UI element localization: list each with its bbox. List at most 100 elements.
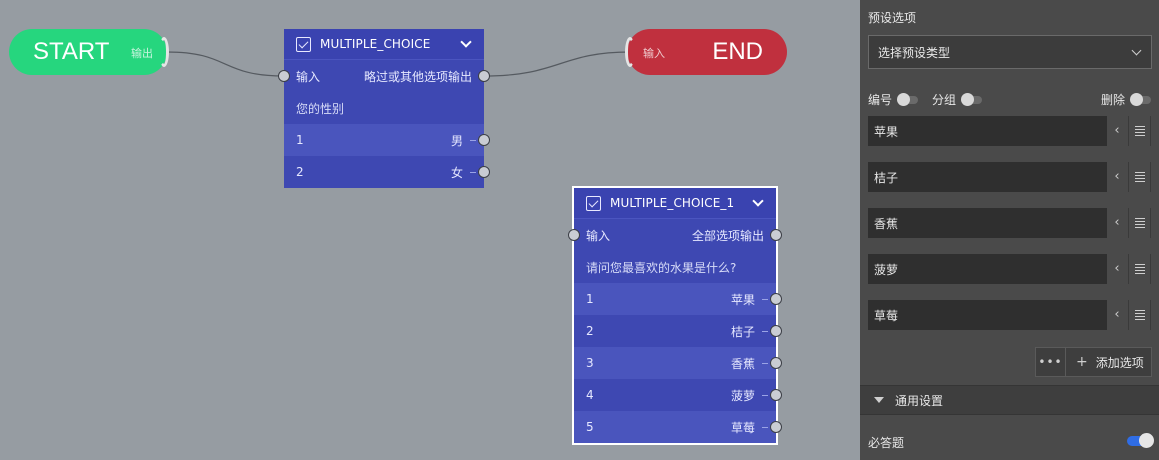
option-output-port[interactable] — [770, 293, 782, 305]
drag-handle-icon[interactable] — [1128, 254, 1151, 284]
required-label: 必答题 — [868, 436, 905, 450]
chevron-left-icon[interactable]: ‹ — [1114, 307, 1120, 322]
option-row[interactable]: 5 草莓 — [574, 411, 782, 443]
node-title: MULTIPLE_CHOICE — [320, 37, 431, 51]
option-number: 5 — [586, 420, 594, 434]
question-text: 您的性别 — [284, 92, 484, 124]
output-port[interactable] — [770, 229, 782, 241]
end-node[interactable]: 输入 END — [625, 29, 787, 75]
option-connector — [762, 427, 768, 428]
wire-start-to-node — [166, 51, 285, 77]
delete-switch[interactable] — [1130, 92, 1151, 106]
switch-knob — [1130, 92, 1143, 106]
numbering-switch[interactable] — [897, 92, 919, 106]
option-input[interactable]: 桔子 — [868, 162, 1107, 192]
output-label: 全部选项输出 — [691, 228, 764, 243]
option-input[interactable]: 菠萝 — [868, 254, 1107, 284]
option-row[interactable]: 1 苹果 — [574, 283, 782, 315]
preset-type-select[interactable]: 选择预设类型 — [868, 35, 1152, 69]
option-number: 1 — [296, 133, 304, 147]
general-settings-section[interactable]: 通用设置 — [860, 385, 1159, 415]
grouping-label: 分组 — [932, 93, 957, 107]
numbering-label: 编号 — [868, 93, 893, 107]
node-title: MULTIPLE_CHOICE_1 — [610, 196, 735, 210]
checkbox-icon — [296, 36, 311, 52]
caret-down-icon — [874, 397, 884, 403]
option-row[interactable]: 1 男 — [284, 124, 490, 156]
drag-handle-icon[interactable] — [1128, 208, 1151, 238]
option-item: 香蕉 ‹ — [868, 208, 1151, 238]
option-row[interactable]: 2 女 — [284, 156, 490, 188]
numbering-toggle[interactable]: 编号 — [868, 91, 919, 108]
start-output-port[interactable] — [159, 37, 169, 67]
add-option-group: ••• + 添加选项 — [1035, 347, 1152, 377]
section-title: 通用设置 — [895, 393, 944, 408]
preset-select-value: 选择预设类型 — [878, 45, 951, 60]
drag-handle-icon[interactable] — [1128, 116, 1151, 146]
choice-node-gender[interactable]: MULTIPLE_CHOICE 输入 略过或其他选项输出 您的性别 1 男 2 … — [278, 29, 490, 188]
option-input[interactable]: 香蕉 — [868, 208, 1107, 238]
start-node[interactable]: START 输出 — [9, 29, 169, 75]
chevron-left-icon[interactable]: ‹ — [1114, 169, 1120, 184]
delete-label: 删除 — [1100, 93, 1125, 107]
grouping-switch[interactable] — [961, 92, 983, 106]
drag-handle-icon[interactable] — [1128, 300, 1151, 330]
input-port[interactable] — [278, 70, 290, 82]
option-connector — [762, 395, 768, 396]
option-connector — [470, 172, 476, 173]
switch-knob — [897, 92, 911, 106]
chevron-left-icon[interactable]: ‹ — [1114, 261, 1120, 276]
option-row[interactable]: 4 菠萝 — [574, 379, 782, 411]
option-connector — [762, 331, 768, 332]
preset-options-heading: 预设选项 — [868, 11, 917, 25]
switch-knob — [1139, 433, 1154, 448]
choice-node-fruit[interactable]: MULTIPLE_CHOICE_1 输入 全部选项输出 请问您最喜欢的水果是什么… — [568, 186, 782, 445]
required-setting: 必答题 — [868, 433, 1154, 452]
node-header[interactable]: MULTIPLE_CHOICE — [284, 29, 484, 60]
chevron-left-icon[interactable]: ‹ — [1114, 215, 1120, 230]
option-label: 男 — [450, 133, 463, 148]
more-options-button[interactable]: ••• — [1036, 348, 1066, 376]
option-output-port[interactable] — [770, 325, 782, 337]
option-number: 2 — [296, 165, 304, 179]
option-number: 1 — [586, 292, 594, 306]
option-number: 3 — [586, 356, 594, 370]
option-item: 苹果 ‹ — [868, 116, 1151, 146]
input-label: 输入 — [586, 228, 611, 243]
option-label: 菠萝 — [730, 388, 755, 403]
chevron-down-icon[interactable] — [460, 36, 472, 48]
question-text: 请问您最喜欢的水果是什么? — [574, 251, 776, 283]
node-header[interactable]: MULTIPLE_CHOICE_1 — [574, 188, 776, 219]
start-title: START — [33, 38, 110, 65]
option-output-port[interactable] — [770, 421, 782, 433]
option-input[interactable]: 草莓 — [868, 300, 1107, 330]
flow-canvas[interactable]: START 输出 输入 END MULTIPLE_CHOICE 输入 略过或其他… — [0, 0, 860, 460]
option-row[interactable]: 3 香蕉 — [574, 347, 782, 379]
delete-toggle[interactable]: 删除 — [1101, 91, 1151, 108]
input-port[interactable] — [568, 229, 580, 241]
option-row[interactable]: 2 桔子 — [574, 315, 782, 347]
option-label: 女 — [450, 165, 463, 180]
properties-panel: 预设选项 选择预设类型 编号 分组 删除 苹果 ‹ 桔子 ‹ 香蕉 ‹ 菠萝 — [860, 0, 1159, 460]
chevron-down-icon — [1131, 45, 1142, 56]
add-option-button[interactable]: + 添加选项 — [1066, 348, 1151, 376]
switch-knob — [961, 92, 975, 106]
output-port[interactable] — [478, 70, 490, 82]
grouping-toggle[interactable]: 分组 — [932, 91, 983, 108]
chevron-left-icon[interactable]: ‹ — [1114, 123, 1120, 138]
chevron-down-icon[interactable] — [752, 195, 764, 207]
option-toggles: 编号 分组 删除 — [868, 91, 1151, 107]
option-input[interactable]: 苹果 — [868, 116, 1107, 146]
end-input-port[interactable] — [625, 37, 635, 67]
option-output-port[interactable] — [770, 357, 782, 369]
option-item: 草莓 ‹ — [868, 300, 1151, 330]
option-output-port[interactable] — [478, 134, 490, 146]
end-title: END — [712, 38, 763, 65]
option-output-port[interactable] — [770, 389, 782, 401]
wire-node-to-end — [483, 51, 631, 77]
option-label: 香蕉 — [730, 356, 755, 371]
option-output-port[interactable] — [478, 166, 490, 178]
drag-handle-icon[interactable] — [1128, 162, 1151, 192]
required-switch[interactable] — [1127, 433, 1154, 448]
option-item: 桔子 ‹ — [868, 162, 1151, 192]
